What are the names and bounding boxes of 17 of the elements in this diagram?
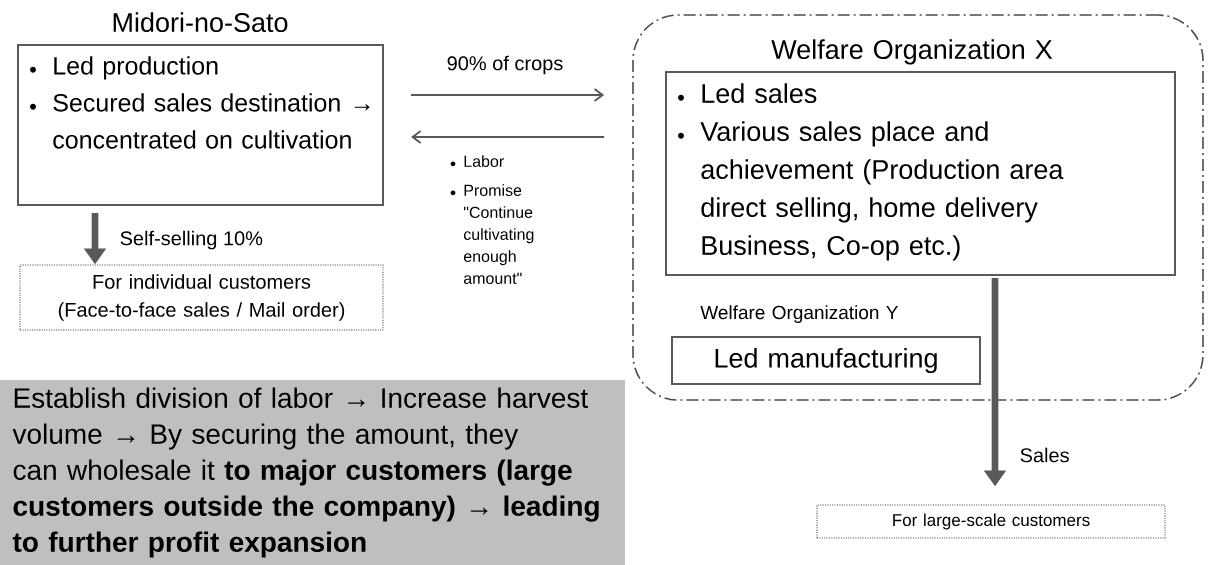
edge-label: Self-selling 10% <box>118 229 265 251</box>
edge-label: Sales <box>1018 446 1071 464</box>
bullet-list-box: Led sales Various sales place and achievement (Production area direct selling, home delivery Business, Co-op etc.) <box>665 71 1176 276</box>
box-heading: Welfare Organization X <box>771 39 1053 65</box>
bullet-note: Promise "Continue cultivating enough amount" <box>450 184 534 284</box>
text-box: Led manufacturing <box>671 336 981 385</box>
arrow <box>411 130 606 144</box>
text-box: For large-scale customers <box>816 504 1166 539</box>
text-box: For individual customers (Face-to-face sales / Mail order) <box>19 264 384 331</box>
note-panel: Establish division of labor → Increase harvest volume → By securing the amount, they can wholesale it to major customers (large customers outside the company) → leading to further profit expansion <box>0 380 625 565</box>
region-outline <box>632 14 1204 401</box>
box-heading: Midori-no-Sato <box>113 12 288 33</box>
edge-label: 90% of crops <box>445 54 565 76</box>
bullet-note: Labor <box>450 155 504 167</box>
arrow <box>410 88 605 102</box>
bullet-list-box: Led production Secured sales destination → concentrated on cultivation <box>17 44 384 206</box>
box-heading: Welfare Organization Y <box>700 305 898 323</box>
